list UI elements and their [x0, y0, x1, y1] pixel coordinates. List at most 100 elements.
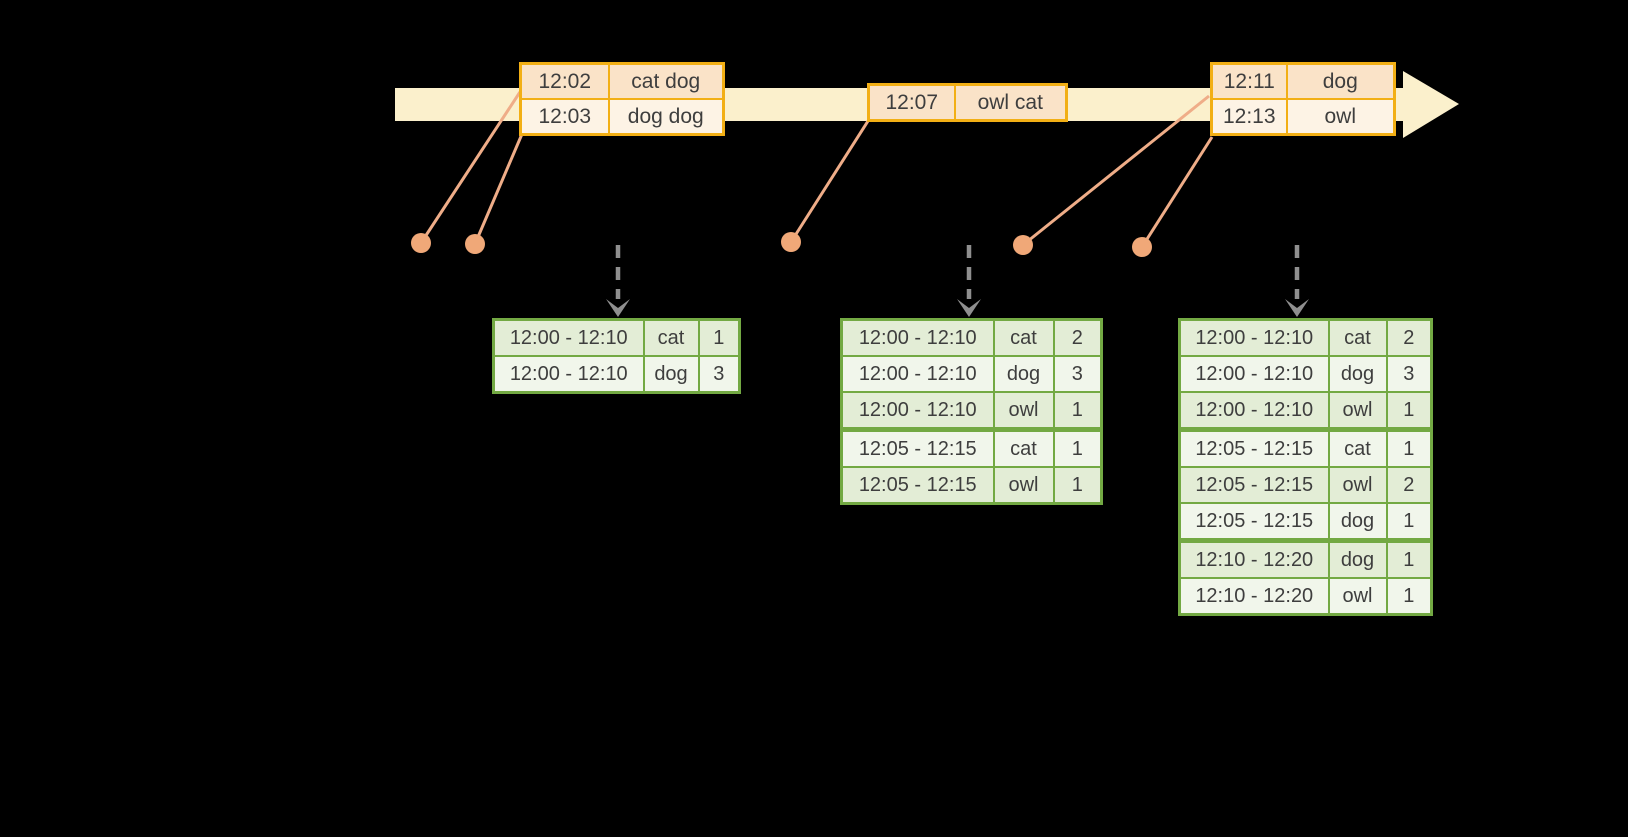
count-cell: 1 [1385, 502, 1433, 542]
window-range-cell: 12:05 - 12:15 [840, 427, 995, 468]
window-range-cell: 12:05 - 12:15 [1178, 502, 1330, 542]
word-cell: dog [1327, 538, 1388, 579]
window-range-cell: 12:00 - 12:10 [840, 318, 995, 357]
window-range-cell: 12:00 - 12:10 [492, 355, 645, 394]
event-dot-1 [411, 233, 431, 253]
count-cell: 1 [1052, 466, 1103, 505]
count-cell: 1 [1385, 577, 1433, 616]
count-cell: 1 [1385, 427, 1433, 468]
window-range-cell: 12:00 - 12:10 [1178, 391, 1330, 431]
event-connector-line-4 [1022, 94, 1210, 247]
event-time-cell: 12:02 [519, 62, 610, 100]
event-dot-2 [465, 234, 485, 254]
word-cell: owl [1327, 466, 1388, 504]
event-dots [411, 232, 1152, 257]
event-time-cell: 12:07 [867, 83, 956, 122]
event-dot-4 [1013, 235, 1033, 255]
event-words-cell: owl cat [953, 83, 1068, 122]
event-dot-3 [781, 232, 801, 252]
count-cell: 3 [1385, 355, 1433, 393]
window-range-cell: 12:05 - 12:15 [1178, 466, 1330, 504]
word-cell: owl [992, 391, 1055, 431]
word-cell: dog [642, 355, 700, 394]
word-cell: dog [1327, 502, 1388, 542]
count-cell: 1 [1385, 391, 1433, 431]
word-cell: cat [1327, 318, 1388, 357]
count-cell: 1 [1052, 427, 1103, 468]
event-connector-line-1 [419, 91, 522, 244]
count-cell: 2 [1385, 318, 1433, 357]
count-cell: 3 [1052, 355, 1103, 393]
word-cell: cat [1327, 427, 1388, 468]
count-cell: 1 [1385, 538, 1433, 579]
count-cell: 2 [1385, 466, 1433, 504]
count-cell: 2 [1052, 318, 1103, 357]
event-connector-line-3 [789, 120, 870, 243]
window-range-cell: 12:05 - 12:15 [1178, 427, 1330, 468]
timeline-arrowhead-icon [1403, 71, 1459, 138]
word-cell: owl [1327, 577, 1388, 616]
event-connector-lines [419, 91, 1214, 248]
word-cell: owl [1327, 391, 1388, 431]
event-words-cell: owl [1285, 98, 1396, 136]
trigger-arrowhead-icon [1285, 299, 1309, 317]
word-cell: cat [992, 318, 1055, 357]
trigger-arrowhead-icon [957, 299, 981, 317]
event-words-cell: cat dog [607, 62, 725, 100]
trigger-arrows [606, 245, 1309, 317]
word-cell: dog [1327, 355, 1388, 393]
window-range-cell: 12:05 - 12:15 [840, 466, 995, 505]
trigger-down-arrow-3 [1285, 245, 1309, 317]
trigger-down-arrow-1 [606, 245, 630, 317]
event-time-cell: 12:03 [519, 98, 610, 136]
window-range-cell: 12:00 - 12:10 [1178, 355, 1330, 393]
event-connector-line-2 [473, 133, 524, 245]
word-cell: cat [642, 318, 700, 357]
count-cell: 1 [1052, 391, 1103, 431]
window-range-cell: 12:00 - 12:10 [1178, 318, 1330, 357]
trigger-down-arrow-2 [957, 245, 981, 317]
trigger-arrowhead-icon [606, 299, 630, 317]
window-range-cell: 12:10 - 12:20 [1178, 577, 1330, 616]
window-range-cell: 12:00 - 12:10 [492, 318, 645, 357]
event-time-cell: 12:11 [1210, 62, 1288, 100]
word-cell: cat [992, 427, 1055, 468]
event-dot-5 [1132, 237, 1152, 257]
event-words-cell: dog dog [607, 98, 725, 136]
count-cell: 1 [697, 318, 741, 357]
event-connector-line-5 [1140, 136, 1214, 248]
window-range-cell: 12:10 - 12:20 [1178, 538, 1330, 579]
event-words-cell: dog [1285, 62, 1396, 100]
window-range-cell: 12:00 - 12:10 [840, 355, 995, 393]
event-time-cell: 12:13 [1210, 98, 1288, 136]
count-cell: 3 [697, 355, 741, 394]
window-range-cell: 12:00 - 12:10 [840, 391, 995, 431]
word-cell: owl [992, 466, 1055, 505]
